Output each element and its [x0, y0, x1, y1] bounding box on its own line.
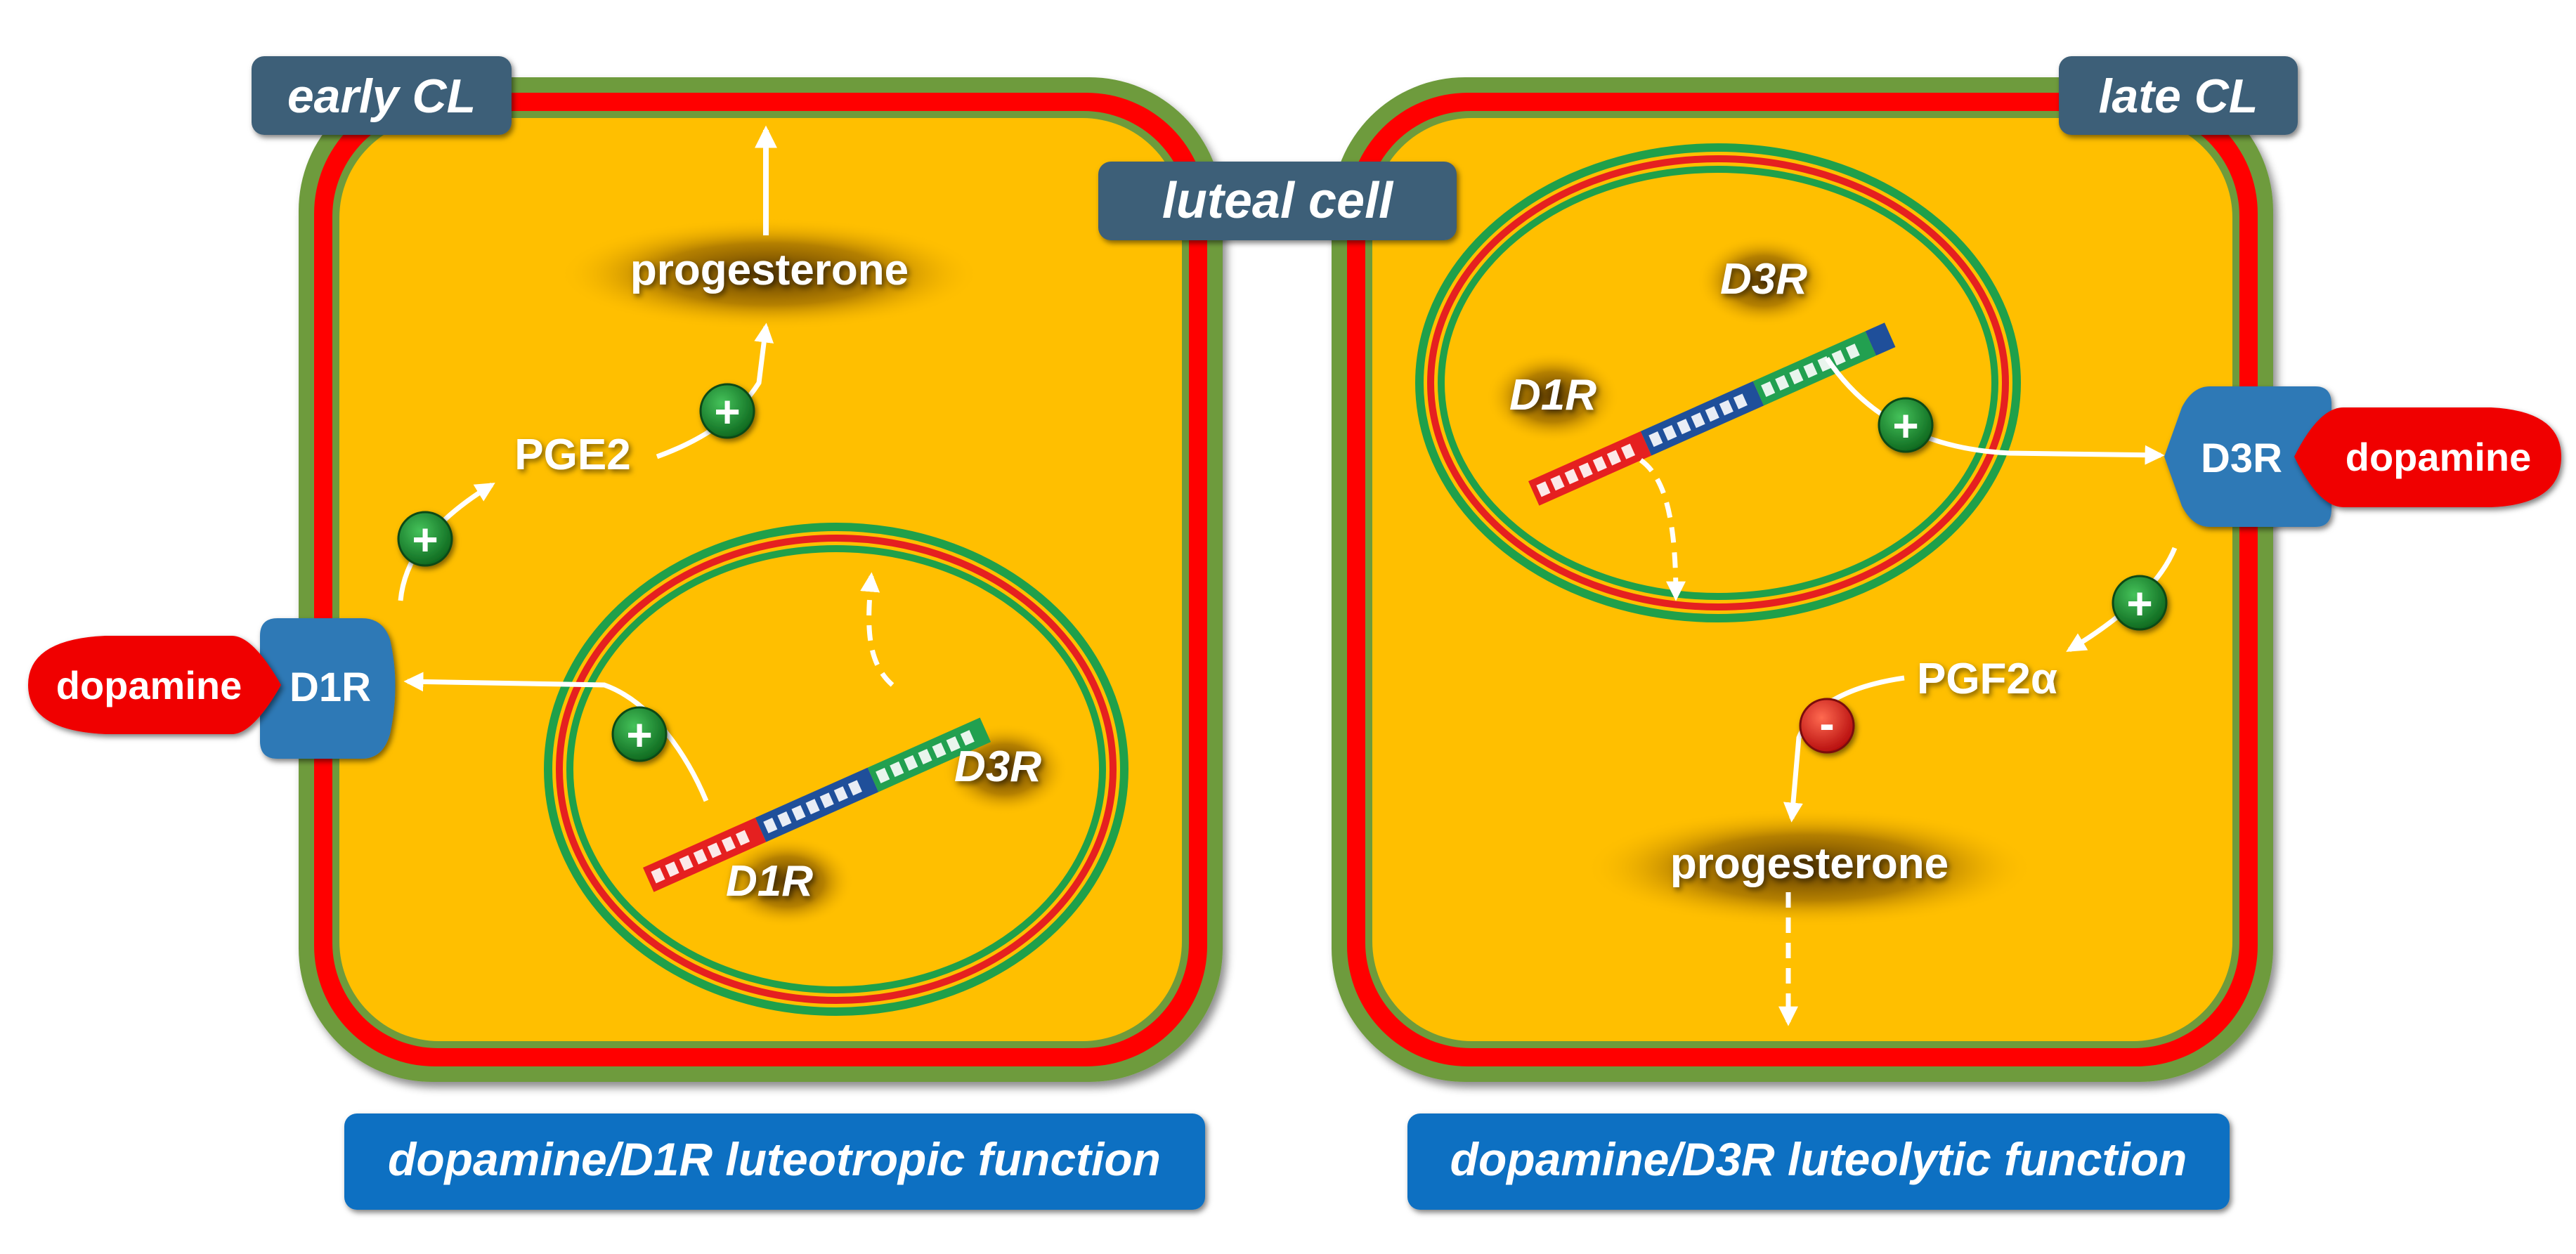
- right-receptor: D3R: [2164, 386, 2331, 527]
- luteal-cell-tag: luteal cell: [1098, 162, 1457, 240]
- late-cl-label: late CL: [2099, 70, 2258, 123]
- left-dopamine-label: dopamine: [56, 663, 242, 707]
- right-gene-d1r-label: D1R: [1509, 371, 1596, 419]
- left-pge2-label: PGE2: [514, 431, 630, 479]
- right-caption-box: dopamine/D3R luteolytic function: [1407, 1113, 2230, 1210]
- left-dna: [643, 717, 991, 892]
- right-gene-d3r-label: D3R: [1720, 255, 1807, 303]
- luteal-cell-label: luteal cell: [1162, 173, 1394, 229]
- right-d3r-glow: [1697, 235, 1830, 327]
- left-dopamine: dopamine: [28, 636, 281, 734]
- right-dopamine-label: dopamine: [2346, 435, 2531, 479]
- right-cell: + + - D3R D1R PGF2α progesterone D3R dop…: [1332, 77, 2561, 1082]
- plus-sign-text: +: [412, 514, 438, 565]
- right-progesterone-label: progesterone: [1670, 840, 1949, 888]
- left-cell: + + + progesterone PGE2 D3R D1R D1R dopa…: [28, 77, 1223, 1082]
- early-cl-tag: early CL: [252, 56, 512, 135]
- right-receptor-label: D3R: [2201, 436, 2282, 481]
- right-caption: dopamine/D3R luteolytic function: [1450, 1133, 2187, 1185]
- plus-sign-text: +: [626, 710, 652, 760]
- left-receptor: D1R: [260, 618, 396, 759]
- right-d1r-dashed-arrow: [1639, 458, 1686, 601]
- plus-sign-text: +: [2126, 578, 2152, 629]
- left-gene-d3r-label: D3R: [954, 743, 1041, 791]
- right-plus-gene: +: [1878, 397, 1934, 453]
- plus-sign-text: +: [714, 386, 740, 437]
- right-dna: [1528, 322, 1896, 506]
- early-cl-label: early CL: [287, 70, 476, 123]
- left-plus-pge2: +: [699, 383, 755, 439]
- left-receptor-label: D1R: [290, 665, 371, 710]
- left-plus-gene: +: [611, 706, 668, 762]
- left-nucleus-outer: [544, 523, 1128, 1016]
- right-minus-pgf2a: -: [1799, 698, 1855, 754]
- left-gene-d1r-label: D1R: [726, 857, 813, 906]
- right-nucleus-outer: [1415, 143, 2021, 622]
- right-pgf2a-label: PGF2α: [1917, 655, 2057, 703]
- left-d3r-dashed-arrow: [860, 572, 895, 687]
- left-d1r-glow: [720, 836, 854, 927]
- left-caption: dopamine/D1R luteotropic function: [388, 1133, 1161, 1185]
- right-progesterone-glow: [1585, 808, 2034, 927]
- right-d1r-glow: [1486, 351, 1620, 443]
- late-cl-tag: late CL: [2059, 56, 2298, 135]
- right-nucleus-middle: [1427, 155, 2009, 610]
- left-nucleus-inner: [566, 545, 1106, 993]
- right-nucleus-inner: [1438, 166, 1998, 600]
- right-dopamine: dopamine: [2294, 407, 2561, 507]
- minus-sign-text: -: [1819, 698, 1834, 749]
- left-nucleus-middle: [556, 535, 1117, 1004]
- plus-sign-text: +: [1892, 400, 1918, 451]
- left-progesterone-glow: [559, 218, 980, 330]
- left-plus-receptor: +: [397, 511, 453, 567]
- left-progesterone-label: progesterone: [630, 246, 909, 294]
- right-plus-receptor: +: [2112, 575, 2168, 631]
- left-caption-box: dopamine/D1R luteotropic function: [344, 1113, 1205, 1210]
